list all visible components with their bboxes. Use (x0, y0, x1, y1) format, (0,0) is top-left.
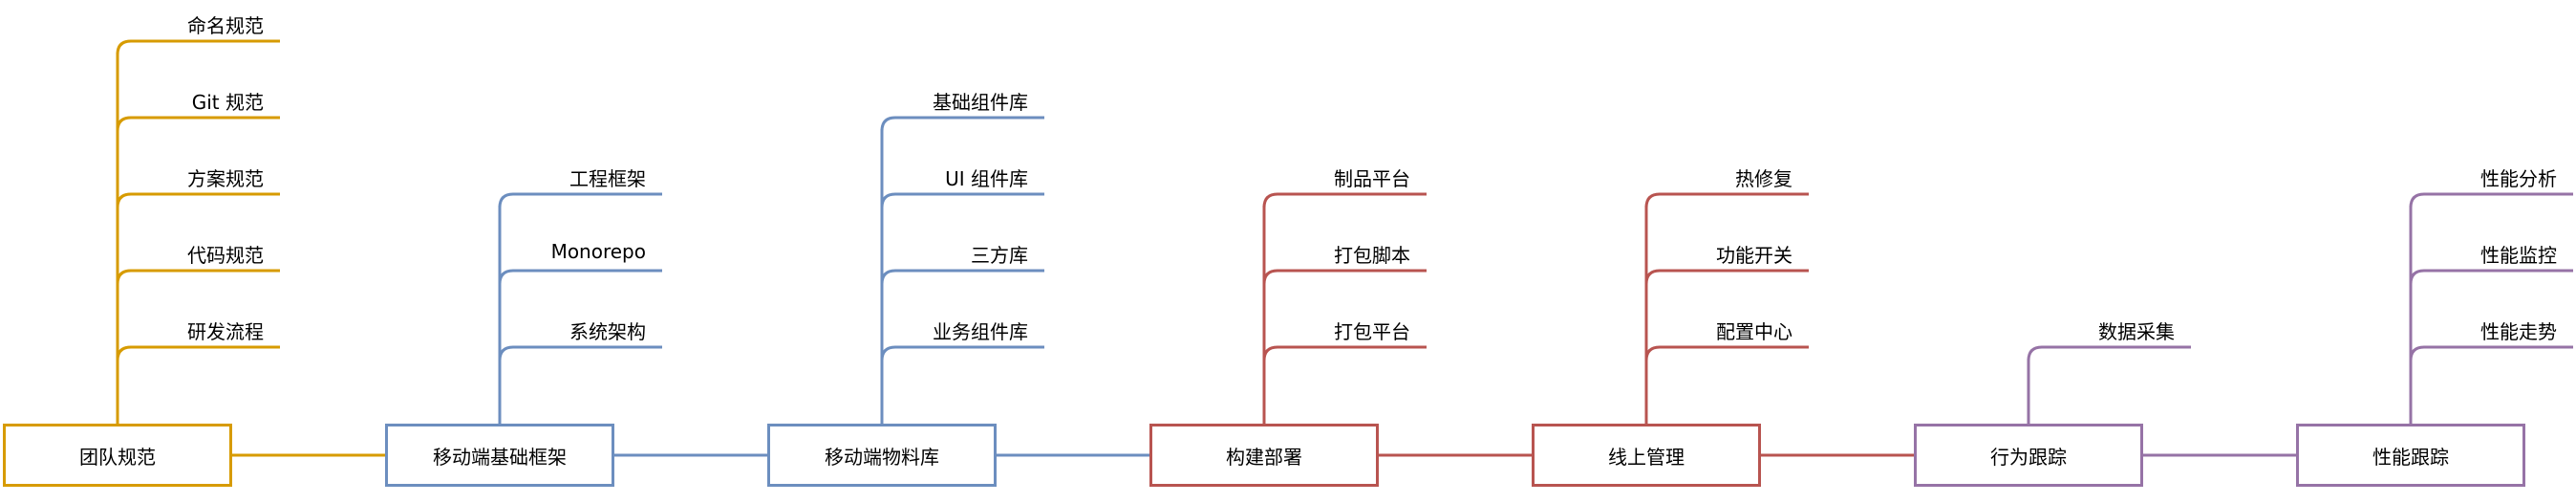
branch-line (1262, 192, 1427, 208)
main-node[interactable]: 移动端物料库 (767, 424, 997, 487)
main-node[interactable]: 线上管理 (1532, 424, 1761, 487)
branch-line (1262, 269, 1427, 285)
leaf-node-label[interactable]: 性能监控 (2480, 244, 2557, 267)
leaf-node-label[interactable]: 热修复 (1735, 167, 1792, 190)
leaf-node-label[interactable]: Monorepo (550, 240, 646, 263)
branch-line (2409, 269, 2573, 285)
main-node-label: 行为跟踪 (1990, 445, 2067, 469)
branch-line (116, 192, 280, 208)
leaf-node-label[interactable]: 制品平台 (1334, 167, 1410, 190)
leaf-node-label[interactable]: Git 规范 (191, 91, 264, 114)
main-node-label: 移动端基础框架 (433, 445, 567, 469)
main-node[interactable]: 团队规范 (3, 424, 232, 487)
branch-line (2409, 345, 2573, 361)
branch-line (1644, 345, 1809, 361)
leaf-node-label[interactable]: 打包脚本 (1334, 244, 1410, 267)
branch-line (116, 116, 280, 132)
main-node-label: 构建部署 (1226, 445, 1302, 469)
leaf-node-label[interactable]: 系统架构 (569, 320, 646, 343)
leaf-node-label[interactable]: 打包平台 (1334, 320, 1410, 343)
leaf-node-label[interactable]: UI 组件库 (945, 167, 1028, 190)
leaf-node-label[interactable]: 工程框架 (569, 167, 646, 190)
branch-line (116, 269, 280, 285)
branch-line (880, 116, 1044, 132)
branch-line (116, 39, 280, 55)
branch-line (1262, 345, 1427, 361)
branch-line (498, 345, 662, 361)
leaf-node-label[interactable]: 业务组件库 (933, 320, 1028, 343)
branch-line (2027, 345, 2191, 361)
branch-line (880, 345, 1044, 361)
leaf-node-label[interactable]: 性能走势 (2480, 320, 2557, 343)
branch-line (1644, 192, 1809, 208)
branch-line (2409, 192, 2573, 208)
main-node-label: 性能跟踪 (2372, 445, 2449, 469)
main-node-label: 线上管理 (1608, 445, 1685, 469)
main-node-label: 团队规范 (79, 445, 156, 469)
leaf-node-label[interactable]: 功能开关 (1716, 244, 1792, 267)
branch-line (1644, 269, 1809, 285)
leaf-node-label[interactable]: 性能分析 (2480, 167, 2557, 190)
leaf-node-label[interactable]: 配置中心 (1716, 320, 1792, 343)
branch-line (498, 269, 662, 285)
branch-line (498, 192, 662, 208)
main-node[interactable]: 性能跟踪 (2296, 424, 2525, 487)
leaf-node-label[interactable]: 方案规范 (187, 167, 264, 190)
main-node[interactable]: 行为跟踪 (1914, 424, 2143, 487)
leaf-node-label[interactable]: 命名规范 (187, 14, 264, 37)
main-node[interactable]: 移动端基础框架 (385, 424, 614, 487)
leaf-node-label[interactable]: 三方库 (971, 244, 1028, 267)
leaf-node-label[interactable]: 代码规范 (187, 244, 264, 267)
leaf-node-label[interactable]: 数据采集 (2098, 320, 2175, 343)
branch-line (880, 269, 1044, 285)
leaf-node-label[interactable]: 基础组件库 (933, 91, 1028, 114)
branch-line (880, 192, 1044, 208)
leaf-node-label[interactable]: 研发流程 (187, 320, 264, 343)
branch-line (116, 345, 280, 361)
main-node-label: 移动端物料库 (825, 445, 939, 469)
main-node[interactable]: 构建部署 (1149, 424, 1379, 487)
